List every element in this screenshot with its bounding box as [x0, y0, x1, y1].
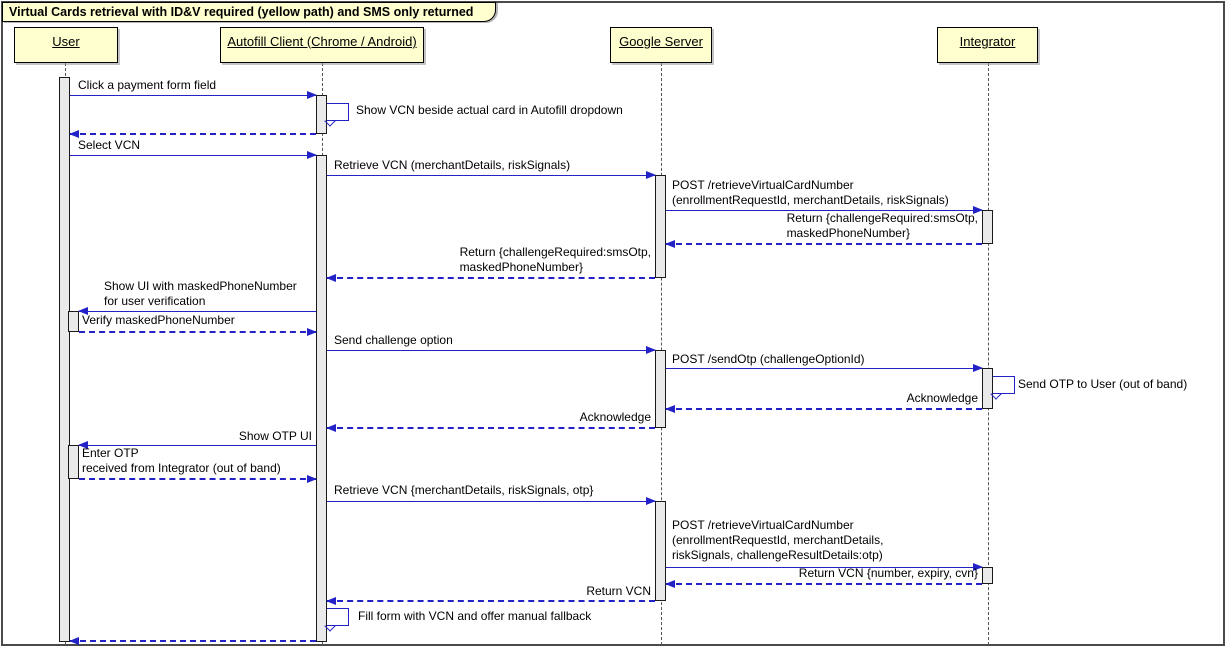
- message-arrow: [78, 441, 316, 449]
- message-label: Select VCN: [78, 138, 141, 152]
- message-label: Return VCN: [586, 584, 651, 598]
- activation-bar-google: [655, 175, 666, 278]
- participant-google-server: Google Server: [610, 27, 712, 63]
- message-label: Verify maskedPhoneNumber: [82, 313, 235, 327]
- message-arrow: [327, 346, 656, 354]
- message-arrow: [79, 328, 317, 336]
- message-label: Return VCN {number, expiry, cvn}: [798, 566, 978, 580]
- message-arrow: [666, 563, 983, 571]
- participant-label: Google Server: [619, 34, 703, 49]
- participant-label: User: [52, 34, 80, 49]
- message-label: Send challenge option: [334, 333, 453, 347]
- diagram-title: Virtual Cards retrieval with ID&V requir…: [2, 2, 496, 22]
- activation-bar-integrator: [982, 567, 993, 584]
- self-message-loop: [993, 376, 1015, 394]
- message-arrow: [326, 424, 655, 432]
- activation-bar-autofill: [316, 95, 327, 134]
- message-arrow: [327, 171, 656, 179]
- message-label: Send OTP to User (out of band): [1018, 377, 1188, 391]
- message-arrow: [70, 91, 317, 99]
- message-arrow: [666, 364, 983, 372]
- message-arrow: [665, 580, 982, 588]
- activation-bar-google: [655, 501, 666, 601]
- message-label: Retrieve VCN (merchantDetails, riskSigna…: [334, 158, 571, 172]
- activation-bar-google: [655, 350, 666, 428]
- message-label: Show VCN beside actual card in Autofill …: [356, 103, 623, 117]
- message-label: Fill form with VCN and offer manual fall…: [358, 609, 592, 623]
- message-arrow: [78, 307, 316, 315]
- participant-label: Autofill Client (Chrome / Android): [227, 34, 417, 49]
- self-message-loop: [327, 103, 349, 121]
- message-arrow: [666, 206, 983, 214]
- message-label: Acknowledge: [906, 391, 978, 405]
- message-label: Acknowledge: [579, 410, 651, 424]
- message-label: Retrieve VCN {merchantDetails, riskSigna…: [334, 483, 594, 497]
- participant-label: Integrator: [959, 34, 1016, 49]
- message-arrow: [79, 475, 317, 483]
- activation-bar-autofill: [316, 155, 327, 642]
- participant-integrator: Integrator: [937, 27, 1038, 63]
- activation-bar-user: [59, 77, 70, 642]
- message-label: POST /retrieveVirtualCardNumber (enrollm…: [672, 178, 949, 207]
- message-label: POST /retrieveVirtualCardNumber (enrollm…: [672, 518, 884, 562]
- activation-bar-user-nested: [68, 311, 79, 332]
- participant-user: User: [14, 27, 118, 63]
- activation-bar-integrator: [982, 210, 993, 244]
- message-label: POST /sendOtp (challengeOptionId): [672, 352, 865, 366]
- message-label: Return {challengeRequired:smsOtp, masked…: [459, 245, 651, 274]
- message-arrow: [69, 130, 316, 138]
- message-arrow: [665, 240, 982, 248]
- participant-autofill-client: Autofill Client (Chrome / Android): [220, 27, 424, 63]
- activation-bar-integrator: [982, 368, 993, 409]
- activation-bar-user-nested: [68, 445, 79, 479]
- message-label: Show OTP UI: [238, 429, 312, 443]
- message-arrow: [70, 151, 317, 159]
- self-message-loop: [327, 608, 349, 626]
- message-label: Show UI with maskedPhoneNumber for user …: [104, 279, 297, 308]
- message-arrow: [326, 597, 655, 605]
- lifeline-integrator: [988, 63, 989, 645]
- message-arrow: [69, 637, 316, 645]
- message-label: Click a payment form field: [78, 78, 217, 92]
- message-arrow: [326, 274, 655, 282]
- message-arrow: [327, 497, 656, 505]
- message-label: Return {challengeRequired:smsOtp, masked…: [786, 211, 978, 240]
- message-arrow: [665, 405, 982, 413]
- message-label: Enter OTP received from Integrator (out …: [82, 446, 281, 475]
